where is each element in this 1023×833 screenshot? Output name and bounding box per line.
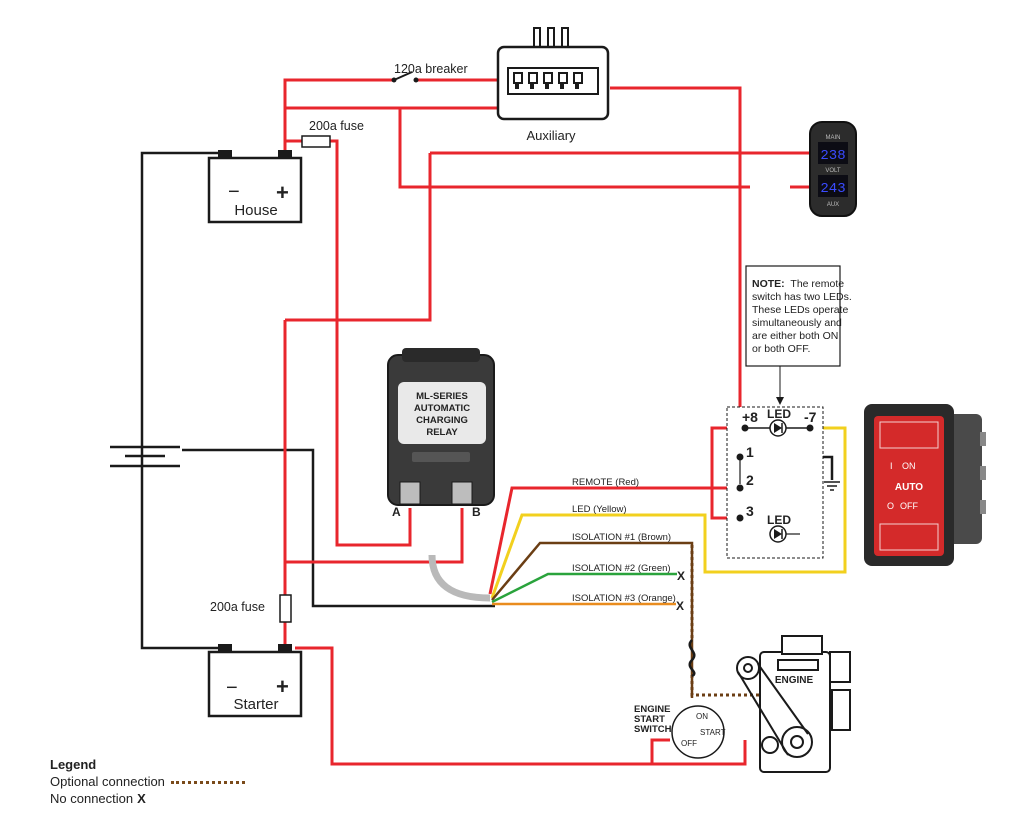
house-battery: − + House xyxy=(207,150,303,224)
engine: ENGINE xyxy=(736,635,851,773)
legend-optional: Optional connection xyxy=(50,773,245,790)
sw-minus7: -7 xyxy=(804,409,817,425)
wire-iso2-label: ISOLATION #2 (Green) xyxy=(572,563,671,574)
starter-battery: − + Starter xyxy=(207,644,303,718)
note-line-1: The remote xyxy=(790,278,844,290)
wire-iso3-label: ISOLATION #3 (Orange) xyxy=(572,593,676,604)
ess-off: OFF xyxy=(681,739,697,748)
volt-aux-label: AUX xyxy=(827,202,839,208)
relay-terminal-b: B xyxy=(472,505,481,519)
rocker-off: OFF xyxy=(900,501,918,511)
battery-minus: − xyxy=(226,677,238,699)
volt-main-label: MAIN xyxy=(826,135,841,141)
note-text: NOTE: The remote switch has two LEDs. Th… xyxy=(752,278,855,355)
iso2-no-connection: X xyxy=(677,569,685,583)
charging-relay: ML-SERIES AUTOMATIC CHARGING RELAY A B xyxy=(387,348,495,519)
sw-plus8: +8 xyxy=(742,409,758,425)
rocker-on: ON xyxy=(902,461,916,471)
ess-on: ON xyxy=(696,712,708,721)
note-line-6: or both OFF. xyxy=(752,343,810,355)
engine-label: ENGINE xyxy=(775,675,814,686)
relay-line-4: RELAY xyxy=(426,427,458,438)
note-bold: NOTE: xyxy=(752,278,785,290)
voltmeter: MAIN 238 VOLT 243 AUX xyxy=(809,121,857,217)
note-box: NOTE: The remote switch has two LEDs. Th… xyxy=(745,265,855,405)
fuse-bottom-label: 200a fuse xyxy=(210,600,265,614)
rocker-auto: AUTO xyxy=(895,482,923,493)
legend-optional-label: Optional connection xyxy=(50,774,165,789)
note-line-3: These LEDs operate xyxy=(752,304,848,316)
note-line-4: simultaneously and xyxy=(752,317,842,329)
breaker-label: 120a breaker xyxy=(394,62,468,76)
fuse-top-label: 200a fuse xyxy=(309,119,364,133)
volt-main-value: 238 xyxy=(820,148,845,164)
fuse-bottom: 200a fuse xyxy=(210,594,292,623)
breaker: 120a breaker xyxy=(391,62,468,83)
engine-start-switch: ENGINE START SWITCH ON START OFF xyxy=(634,704,726,759)
relay-line-3: CHARGING xyxy=(416,415,468,426)
rocker-switch: I ON AUTO O OFF xyxy=(864,404,986,566)
wire-iso1-label: ISOLATION #1 (Brown) xyxy=(572,532,671,543)
rocker-i: I xyxy=(890,461,893,471)
starter-label: Starter xyxy=(233,696,278,713)
ess-line-3: SWITCH xyxy=(634,724,672,735)
battery-plus: + xyxy=(276,180,289,205)
fuse-top: 200a fuse xyxy=(301,119,364,148)
note-line-2: switch has two LEDs. xyxy=(752,291,852,303)
sw-pin-2: 2 xyxy=(746,472,754,488)
ess-start: START xyxy=(700,728,726,737)
relay-line-2: AUTOMATIC xyxy=(414,403,470,414)
note-line-5: are either both ON xyxy=(752,330,838,342)
remote-switch-schematic: +8 LED -7 1 2 3 LED xyxy=(726,406,824,559)
legend-none-label: No connection xyxy=(50,791,134,806)
auxiliary-bus: Auxiliary xyxy=(496,27,610,143)
iso3-no-connection: X xyxy=(676,599,684,613)
red-wires xyxy=(283,78,810,766)
house-label: House xyxy=(234,202,277,219)
sw-led-bottom: LED xyxy=(767,513,791,527)
ess-line-1: ENGINE xyxy=(634,704,670,715)
volt-aux-value: 243 xyxy=(820,181,845,197)
volt-mid-label: VOLT xyxy=(825,168,841,174)
ess-line-2: START xyxy=(634,714,665,725)
battery-plus: + xyxy=(276,674,289,699)
control-wires xyxy=(428,426,847,698)
legend-none-mark: X xyxy=(137,791,146,806)
wire-remote-label: REMOTE (Red) xyxy=(572,477,639,488)
sw-led-top: LED xyxy=(767,407,791,421)
sw-pin-1: 1 xyxy=(746,444,754,460)
dotted-line-icon xyxy=(170,781,245,785)
relay-line-1: ML-SERIES xyxy=(416,391,468,402)
relay-terminal-a: A xyxy=(392,505,401,519)
legend-title: Legend xyxy=(50,757,97,772)
wire-led-label: LED (Yellow) xyxy=(572,504,627,515)
battery-minus: − xyxy=(228,181,240,203)
wire-labels: REMOTE (Red) LED (Yellow) ISOLATION #1 (… xyxy=(572,477,685,613)
sw-pin-3: 3 xyxy=(746,503,754,519)
rocker-o: O xyxy=(887,501,894,511)
auxiliary-label: Auxiliary xyxy=(526,128,576,143)
legend: Legend Optional connection No connection… xyxy=(50,756,245,807)
